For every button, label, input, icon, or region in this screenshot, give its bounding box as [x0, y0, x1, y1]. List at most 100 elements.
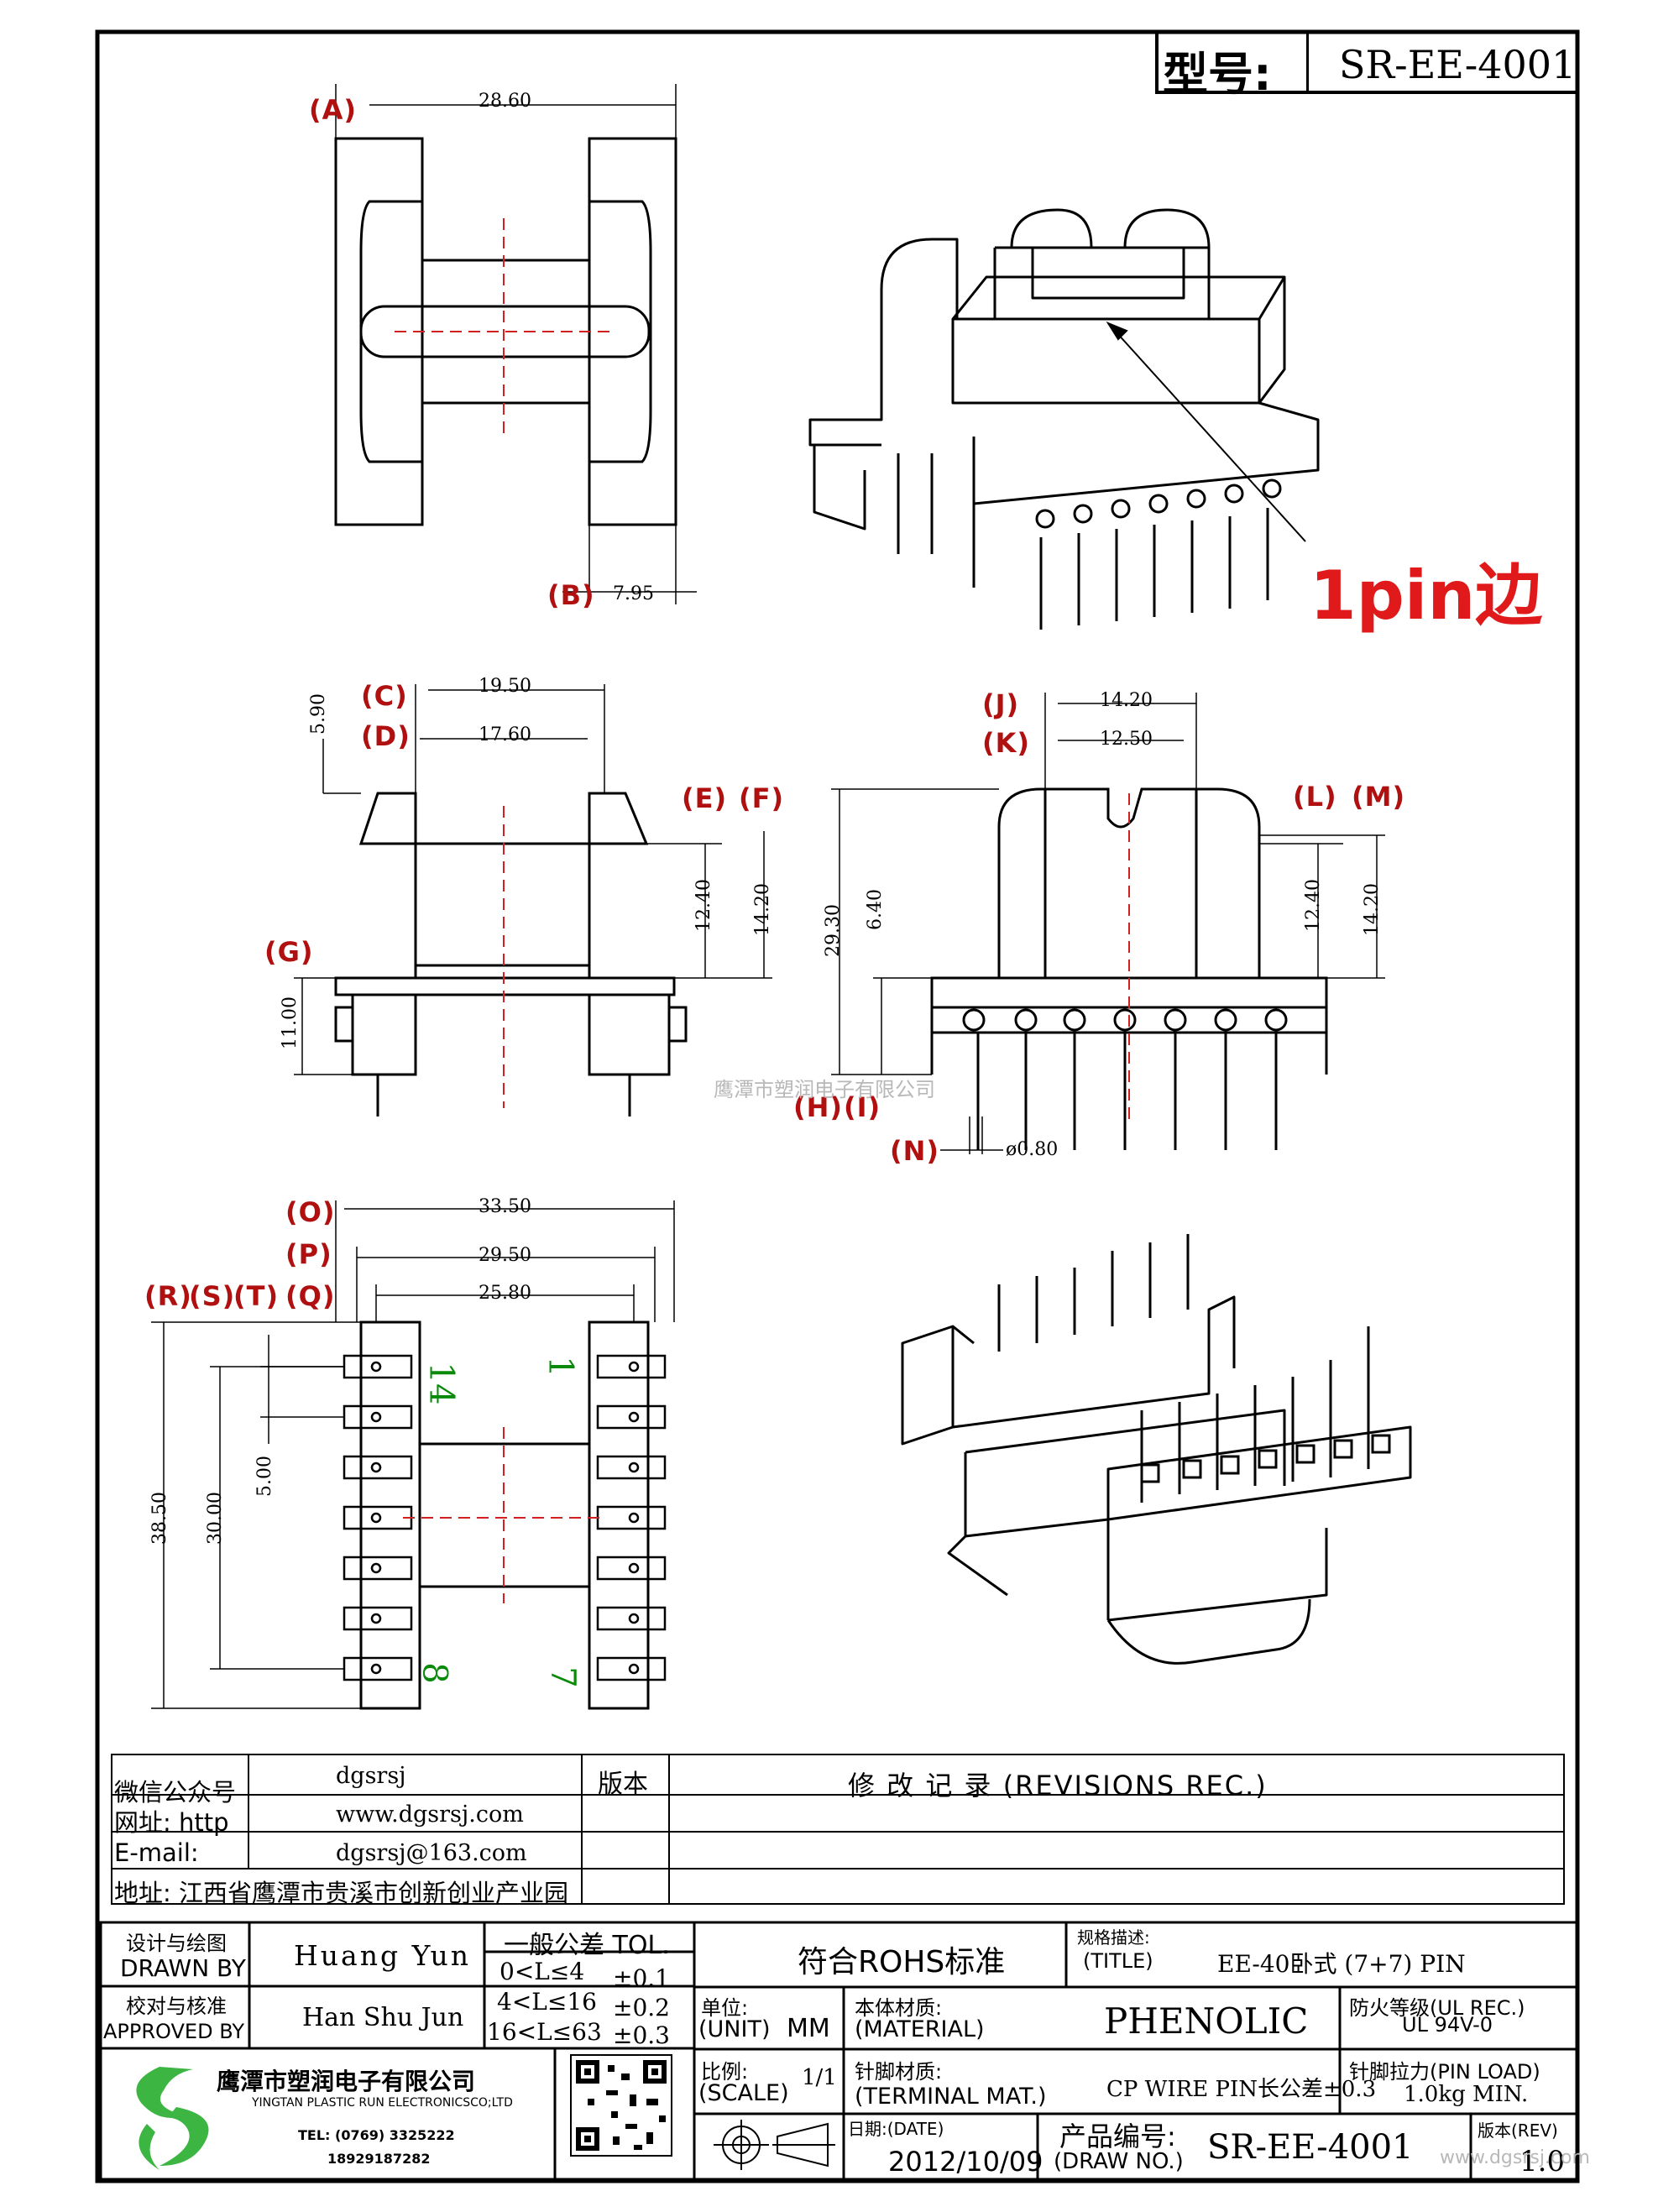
top-view-dimlines [335, 84, 697, 604]
isometric-view-bottom [901, 1295, 1412, 1665]
wechat-key: 微信公众号 [114, 1778, 237, 1807]
dim-j: 14.20 [1100, 690, 1153, 711]
dim-r: 38.50 [149, 1492, 170, 1545]
dim-o: 33.50 [479, 1196, 531, 1217]
rohs-text: 符合ROHS标准 [798, 1945, 1006, 1979]
website-key: 网址: http [114, 1808, 229, 1837]
rev-cn: 版本(REV) [1478, 2120, 1558, 2141]
draw-no-en: (DRAW NO.) [1054, 2149, 1184, 2174]
pin1-side-annotation: 1pin边 [1310, 557, 1543, 635]
dim-c: 19.50 [479, 676, 531, 697]
dim-e: 12.40 [693, 879, 714, 932]
website-value[interactable]: www.dgsrsj.com [336, 1801, 524, 1828]
wechat-value: dgsrsj [336, 1763, 406, 1789]
dim-l: 12.40 [1303, 879, 1324, 932]
revisions-header: 修 改 记 录 (REVISIONS REC.) [848, 1770, 1268, 1801]
dim-n: ø0.80 [1006, 1139, 1059, 1160]
approved-cn: 校对与核准 [126, 1995, 227, 2018]
date-value: 2012/10/09 [888, 2146, 1043, 2178]
dim-h: 29.30 [823, 904, 844, 957]
company-name-en: YINGTAN PLASTIC RUN ELECTRONICSCO;LTD [252, 2096, 513, 2110]
model-divider [1306, 34, 1309, 94]
label-j: (J) [982, 688, 1020, 720]
label-l: (L) [1293, 781, 1337, 813]
top-view [334, 137, 677, 526]
label-n: (N) [890, 1135, 940, 1167]
label-a: (A) [309, 94, 358, 126]
scale-value: 1/1 [802, 2065, 837, 2090]
watermark: 鹰潭市塑润电子有限公司 [714, 1078, 935, 1101]
material-value: PHENOLIC [1104, 2000, 1309, 2042]
pin-number-7: 7 [543, 1666, 583, 1688]
version-header: 版本 [598, 1770, 648, 1799]
label-p: (P) [285, 1238, 332, 1270]
tol-range-3: 16<L≤63 [487, 2018, 602, 2046]
bottom-view-dimlines [151, 1200, 675, 1709]
label-i: (I) [844, 1091, 881, 1123]
approved-en: APPROVED BY [103, 2020, 245, 2043]
pin-load-value: 1.0kg MIN. [1404, 2082, 1529, 2107]
dim-q: 25.80 [479, 1283, 531, 1304]
tol-value-1: ±0.1 [613, 1964, 670, 1992]
model-label: 型号: [1163, 48, 1272, 101]
terminal-en: (TERMINAL MAT.) [855, 2084, 1047, 2110]
dim-k: 12.50 [1100, 729, 1153, 750]
bottom-view [359, 1320, 650, 1710]
terminal-cn: 针脚材质: [855, 2060, 943, 2084]
title-en: (TITLE) [1083, 1949, 1153, 1973]
scale-en: (SCALE) [698, 2080, 789, 2106]
label-q: (Q) [285, 1280, 336, 1312]
pin-load-cn: 针脚拉力(PIN LOAD) [1349, 2060, 1540, 2084]
model-box [1155, 34, 1577, 94]
company-tel: TEL: (0769) 3325222 [298, 2127, 455, 2143]
dim-a: 28.60 [479, 91, 531, 112]
unit-value: MM [787, 2014, 830, 2043]
label-h: (H) [793, 1091, 844, 1123]
title-block-lines [99, 1921, 1578, 2181]
dim-i: 6.40 [865, 889, 886, 930]
sheet-border [95, 29, 1580, 2183]
tolerance-header: 一般公差 TOL. [504, 1931, 670, 1960]
tol-range-1: 0<L≤4 [500, 1958, 585, 1985]
draw-no-value: SR-EE-4001 [1207, 2128, 1414, 2167]
dim-b: 7.95 [613, 583, 654, 604]
label-k: (K) [982, 727, 1031, 759]
email-key: E-mail: [114, 1838, 199, 1867]
material-cn: 本体材质: [855, 1996, 943, 2020]
terminal-value: CP WIRE PIN长公差±0.3 [1106, 2077, 1377, 2102]
qr-code [570, 2054, 672, 2157]
company-logo [136, 2067, 209, 2170]
bottom-view-pads [343, 1354, 667, 1681]
drawn-by-cn: 设计与绘图 [126, 1932, 227, 1955]
tol-value-2: ±0.2 [613, 1994, 670, 2021]
dim-d: 17.60 [479, 724, 531, 745]
info-table [111, 1754, 1565, 1905]
unit-en: (UNIT) [698, 2016, 771, 2042]
dim-front-top: 5.90 [308, 693, 329, 735]
pin-number-1: 1 [541, 1356, 580, 1378]
label-s: (S) [189, 1280, 236, 1312]
label-d: (D) [361, 720, 411, 752]
rev-value: 1.0 [1519, 2145, 1566, 2178]
pin1-arrow [1106, 321, 1306, 542]
label-o: (O) [285, 1196, 336, 1228]
unit-cn: 单位: [701, 1996, 749, 2020]
model-value: SR-EE-4001 [1339, 42, 1577, 87]
label-r: (R) [144, 1280, 192, 1312]
label-e: (E) [682, 782, 728, 814]
dim-t: 5.00 [254, 1456, 275, 1497]
label-c: (C) [361, 680, 408, 712]
title-value: EE-40卧式 (7+7) PIN [1217, 1950, 1466, 1978]
date-cn: 日期:(DATE) [848, 2119, 944, 2139]
company-name-cn: 鹰潭市塑润电子有限公司 [217, 2068, 476, 2095]
title-cn: 规格描述: [1077, 1927, 1150, 1948]
email-value[interactable]: dgsrsj@163.com [336, 1840, 527, 1866]
site-mark: www.dgsrsj.com [1440, 2147, 1590, 2168]
isometric-bottom-pins [997, 1234, 1391, 1503]
address-key: 地址: 江西省鹰潭市贵溪市创新创业产业园 [114, 1879, 568, 1907]
projection-symbol [714, 2120, 835, 2170]
isometric-top-pins [897, 453, 1282, 630]
pin-number-14: 14 [421, 1362, 461, 1405]
fire-rating-cn: 防火等级(UL REC.) [1349, 1996, 1525, 2020]
front-view-dimlines [294, 684, 772, 1075]
